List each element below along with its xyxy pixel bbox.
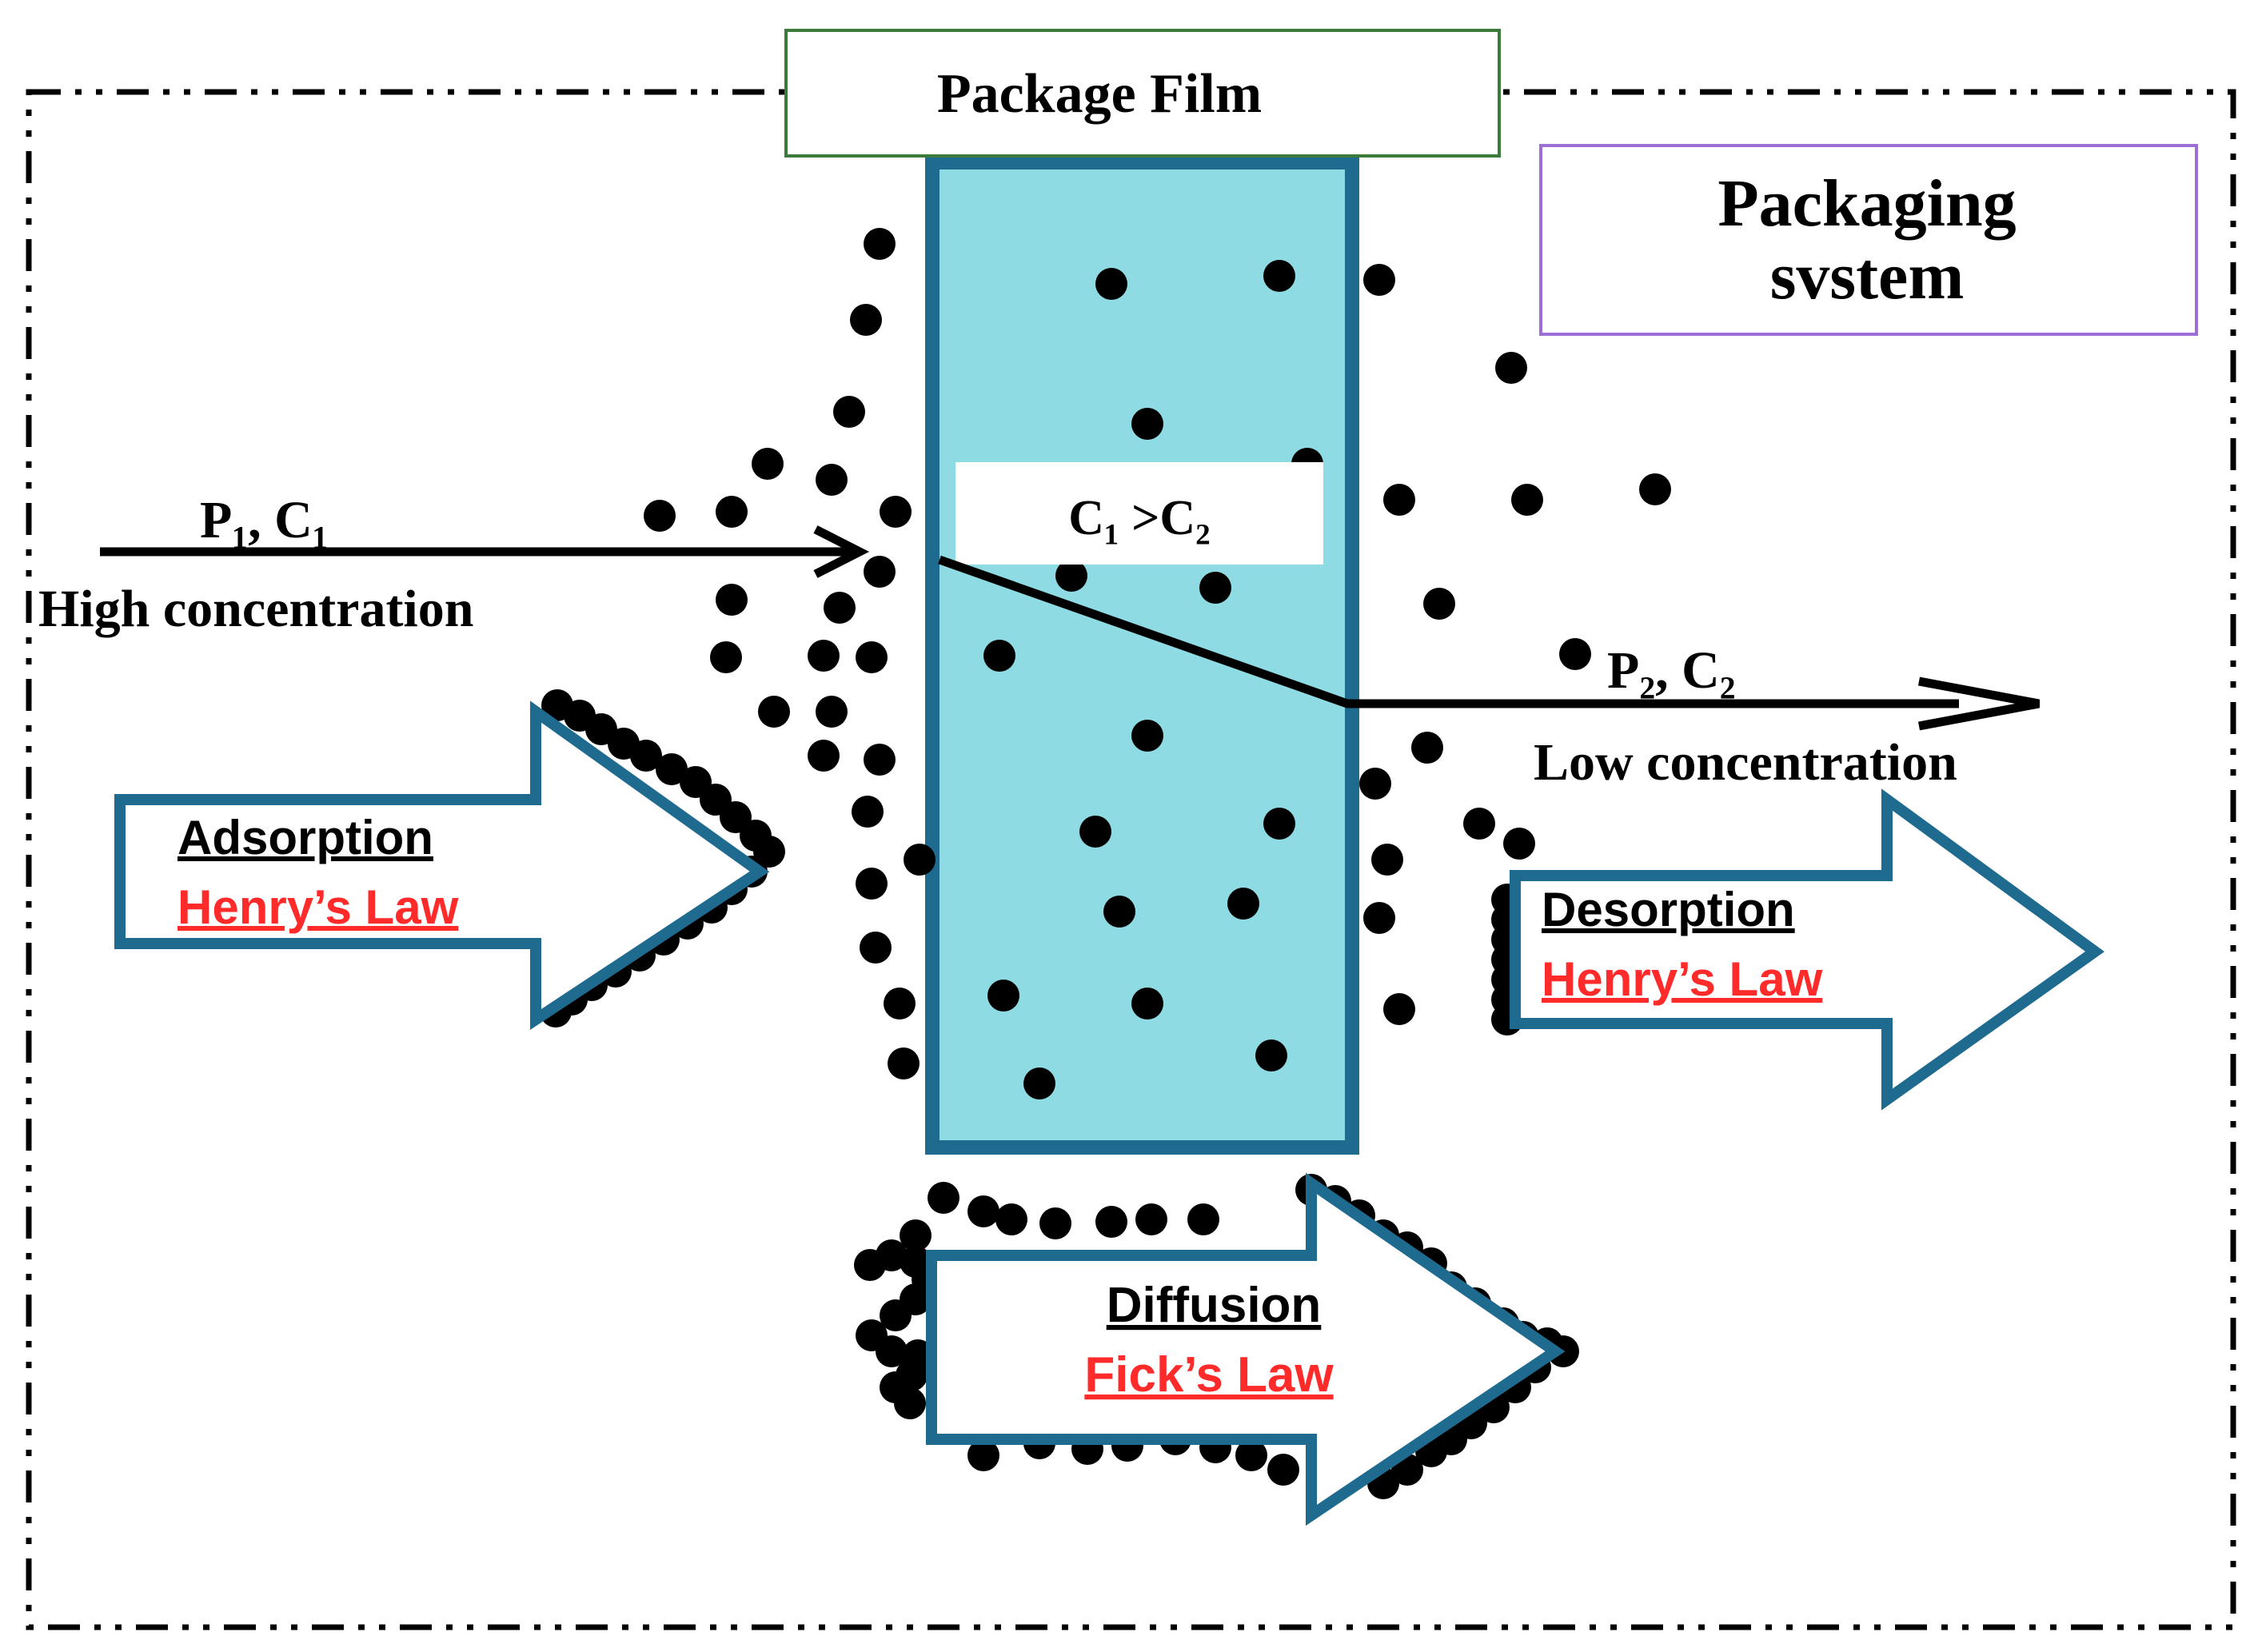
molecule-dot [833,396,865,428]
system-label-line1: Packaging [1717,166,2016,241]
gradient-label: C₁ >C₂ [1068,491,1211,545]
adsorption-process: Adsorption [178,811,433,864]
molecule-dot [900,1219,932,1251]
molecule-dot [1131,408,1163,440]
molecule-dot [1255,1039,1287,1071]
molecule-dot [1055,560,1087,592]
molecule-dot [1263,260,1295,292]
molecule-dot [1199,572,1231,604]
molecule-dot [824,592,856,624]
molecule-dot [816,696,848,728]
molecule-dot [1503,828,1535,860]
diffusion-law: Fick’s Law [1084,1347,1334,1403]
molecule-dot [876,1335,908,1367]
molecule-dot [1363,264,1395,296]
molecule-dot [716,496,748,528]
molecule-dot [1131,988,1163,1020]
concentration-profile [938,555,1959,708]
diffusion-arrow [926,1172,1566,1526]
molecule-dot [644,500,676,532]
molecule-dot [630,740,662,772]
system-label-line2: svstem [1770,239,1965,313]
molecule-dot [1227,888,1259,920]
molecule-dot [1135,1203,1167,1235]
molecule-dot [995,1203,1027,1235]
molecule-dot [884,988,916,1020]
adsorption-arrow [114,700,770,1031]
molecule-dot [904,844,936,876]
outside-description: Low concentration [1534,733,1957,792]
molecule-dot [808,740,840,772]
molecule-dot [1363,902,1395,934]
molecule-dot [1411,732,1443,764]
molecule-dot [864,556,896,588]
molecule-dot [1103,896,1135,928]
molecule-dot [1039,1207,1071,1239]
molecule-dot [1359,768,1391,800]
molecule-dot [854,1249,886,1281]
molecule-dot [864,744,896,776]
molecule-dot [816,464,848,496]
molecule-dot [967,1439,999,1471]
molecule-dot [752,448,784,480]
molecule-dot [1079,816,1111,848]
inside-pressure-conc: P₁, C₁ [200,491,329,549]
molecule-dot [1095,268,1127,300]
outside-arrowhead [1917,676,2041,731]
molecule-dot [1559,638,1591,670]
molecule-dot [716,584,748,616]
inside-arrowhead [813,525,870,578]
molecule-dot [1383,993,1415,1025]
molecule-dot [1023,1067,1055,1099]
outside-pressure-conc: P₂, C₂ [1607,641,1736,700]
molecule-dot [967,1195,999,1227]
molecule-dot [1371,844,1403,876]
gradient-label-box [955,462,1323,565]
molecule-dot [987,980,1019,1012]
diffusion-process: Diffusion [1107,1278,1322,1333]
molecule-dot [1235,1439,1267,1471]
molecule-dot [1267,1454,1299,1486]
molecule-dot [1423,588,1455,620]
molecule-dot [1095,1206,1127,1238]
molecule-dot [856,868,888,900]
molecule-dot [1383,484,1415,516]
molecule-dot [1639,473,1671,505]
adsorption-law: Henry’s Law [178,880,459,934]
molecule-dot [856,641,888,673]
molecule-dot [808,640,840,672]
molecule-dot [1463,808,1495,840]
film-label: Package Film [937,63,1262,125]
desorption-arrow [1510,788,2104,1111]
molecule-dot [1511,484,1543,516]
molecule-dot [1495,352,1527,384]
molecule-dot [1131,720,1163,752]
inside-description: High concentration [38,580,473,638]
film-label-box [784,29,1501,158]
molecule-dot [656,753,688,785]
molecule-dot [880,496,912,528]
molecule-dot [983,640,1015,672]
molecule-dot [860,932,892,964]
molecule-dot [758,696,790,728]
molecule-dot [888,1047,920,1079]
molecule-dot [894,1387,926,1419]
molecule-dot [880,1299,912,1331]
molecule-dot [1263,808,1295,840]
molecule-dot [852,796,884,828]
desorption-process: Desorption [1542,883,1795,936]
system-label-box [1539,144,2198,336]
molecule-dot [1187,1203,1219,1235]
molecule-dot [864,228,896,260]
desorption-law: Henry’s Law [1542,952,1823,1006]
molecule-dot [710,641,742,673]
molecule-dot [850,304,882,336]
molecule-dot [928,1182,959,1214]
